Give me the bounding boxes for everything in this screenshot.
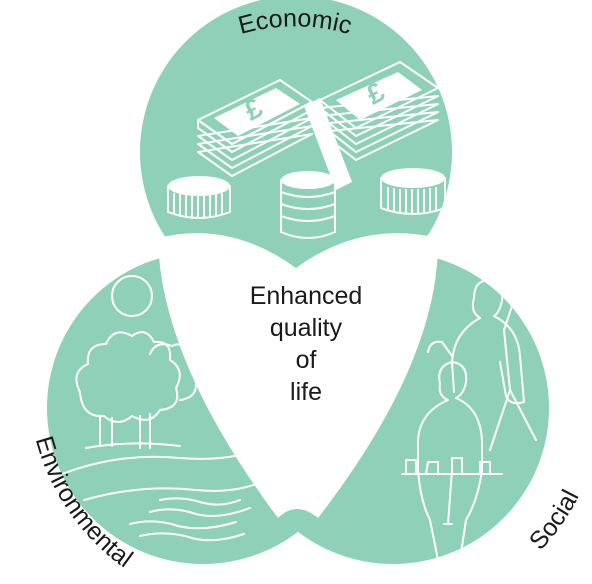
coin-stack-icon [167,168,446,239]
center-line-1: Enhanced [250,282,363,310]
tree-icon [75,331,200,449]
banknote-stack-icon: £ £ [197,61,439,190]
people-silhouette-icon [417,279,525,561]
walking-stick-icon [443,469,453,525]
economic-circle [140,0,452,308]
tray-icon [401,457,503,475]
social-label: Social [524,485,585,555]
center-line-3: of [296,346,317,374]
walking-person-icon [489,264,557,451]
center-text: Enhanced quality of life [250,282,363,406]
center-line-4: life [290,378,322,406]
center-line-2: quality [270,314,343,342]
river-icon [61,447,267,542]
sun-icon [111,275,153,317]
center-overlap [158,233,439,518]
